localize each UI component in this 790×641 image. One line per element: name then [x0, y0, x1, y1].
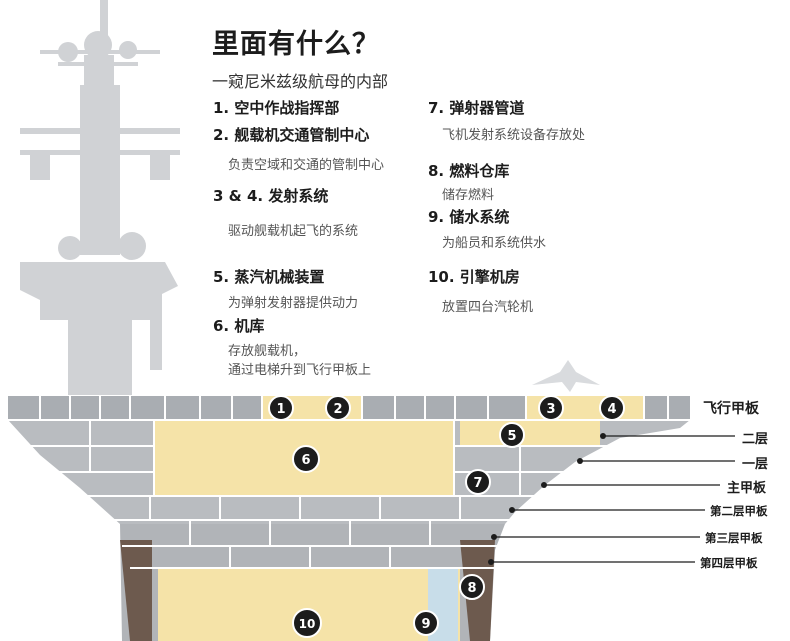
marker-4-label: 4	[607, 402, 616, 417]
marker-3: 3	[538, 395, 564, 421]
marker-1-label: 1	[276, 402, 285, 417]
deck-label-first: 一层	[742, 457, 769, 472]
page-title: 里面有什么？	[212, 29, 380, 60]
item-5-desc: 为弹射发射器提供动力	[228, 296, 359, 311]
hull-shell-left	[120, 540, 152, 641]
marker-2-label: 2	[333, 402, 342, 417]
item-8-label: 8. 燃料仓库	[428, 162, 510, 180]
item-2-desc: 负责空域和交通的管制中心	[228, 158, 385, 173]
marker-8-label: 8	[467, 581, 476, 596]
marker-3-label: 3	[546, 402, 555, 417]
marker-4: 4	[599, 395, 625, 421]
item-6-desc: 存放舰载机，	[228, 344, 307, 359]
deck-label-second-level: 第二层甲板	[710, 504, 768, 518]
item-1-label: 1. 空中作战指挥部	[213, 99, 340, 117]
deck-leader-dots	[488, 433, 606, 565]
deck-label-main: 主甲板	[727, 481, 767, 496]
marker-6: 6	[292, 445, 320, 473]
marker-8: 8	[459, 574, 485, 600]
marker-5-label: 5	[507, 429, 516, 444]
island-superstructure	[20, 0, 180, 395]
item-6-label: 6. 机库	[213, 317, 265, 335]
item-6-desc-2: 通过电梯升到飞行甲板上	[228, 363, 372, 378]
item-10-label: 10. 引擎机房	[428, 268, 520, 286]
deck-label-second: 二层	[742, 432, 769, 447]
item-9-label: 9. 储水系统	[428, 208, 510, 226]
item-8-desc: 储存燃料	[442, 188, 495, 203]
marker-2: 2	[325, 395, 351, 421]
item-10-desc: 放置四台汽轮机	[442, 300, 534, 315]
marker-9-label: 9	[421, 617, 430, 632]
marker-9: 9	[413, 610, 439, 636]
item-9-desc: 为船员和系统供水	[442, 236, 547, 251]
marker-6-label: 6	[301, 453, 310, 468]
item-5-label: 5. 蒸汽机械装置	[213, 268, 325, 286]
item-7-label: 7. 弹射器管道	[428, 99, 525, 117]
deck-label-third-level: 第三层甲板	[705, 531, 763, 545]
deck-leader-lines	[491, 435, 735, 563]
page-subtitle: 一窥尼米兹级航母的内部	[212, 72, 389, 91]
jet-silhouette	[532, 360, 600, 392]
marker-1: 1	[268, 395, 294, 421]
item-2-label: 2. 舰载机交通管制中心	[213, 126, 370, 144]
marker-5: 5	[499, 422, 525, 448]
item-7-desc: 飞机发射系统设备存放处	[442, 128, 586, 143]
marker-7-label: 7	[473, 476, 482, 491]
item-3-4-desc: 驱动舰载机起飞的系统	[228, 224, 359, 239]
marker-10-label: 10	[299, 617, 316, 631]
deck-label-fourth-level: 第四层甲板	[700, 556, 758, 570]
item-3-4-label: 3 & 4. 发射系统	[213, 187, 329, 205]
marker-7: 7	[465, 469, 491, 495]
marker-10: 10	[292, 608, 322, 638]
deck-label-flight: 飞行甲板	[703, 401, 759, 417]
